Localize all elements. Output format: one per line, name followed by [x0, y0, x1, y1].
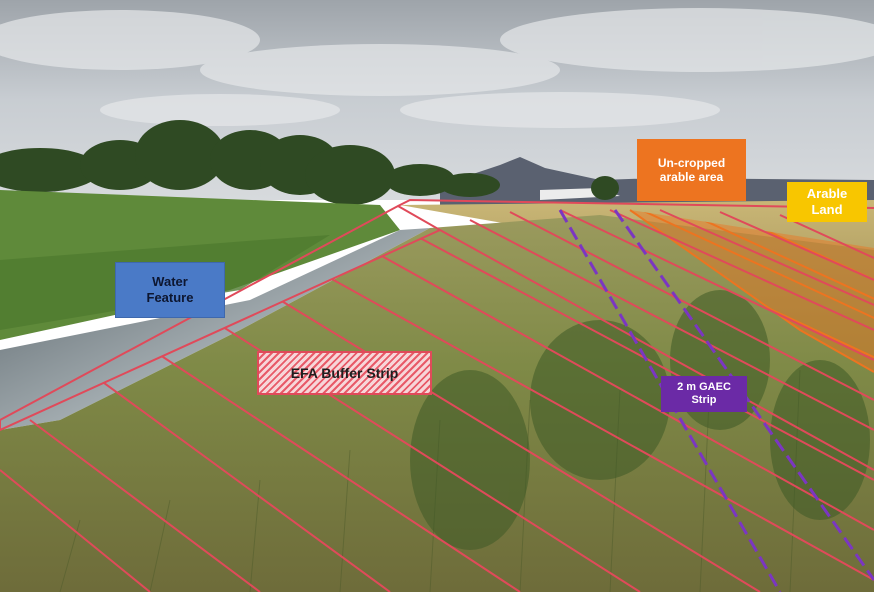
water-channel [0, 228, 430, 430]
gaec-strip-label: 2 m GAEC Strip [661, 376, 747, 412]
water-feature-label: Water Feature [115, 262, 225, 318]
arable-land-text: Arable Land [806, 186, 848, 217]
uncropped-area-label: Un-cropped arable area [637, 139, 746, 201]
uncropped-area-text: Un-cropped arable area [657, 155, 726, 184]
efa-buffer-strip-overlay [0, 198, 874, 592]
clouds [0, 8, 874, 128]
arable-land-label: Arable Land [787, 182, 867, 222]
gaec-strip-text: 2 m GAEC Strip [677, 380, 731, 406]
tree-line [0, 120, 619, 205]
efa-buffer-strip-label: EFA Buffer Strip [257, 351, 432, 395]
efa-buffer-strip-text: EFA Buffer Strip [290, 364, 399, 381]
water-feature-text: Water Feature [146, 274, 194, 305]
